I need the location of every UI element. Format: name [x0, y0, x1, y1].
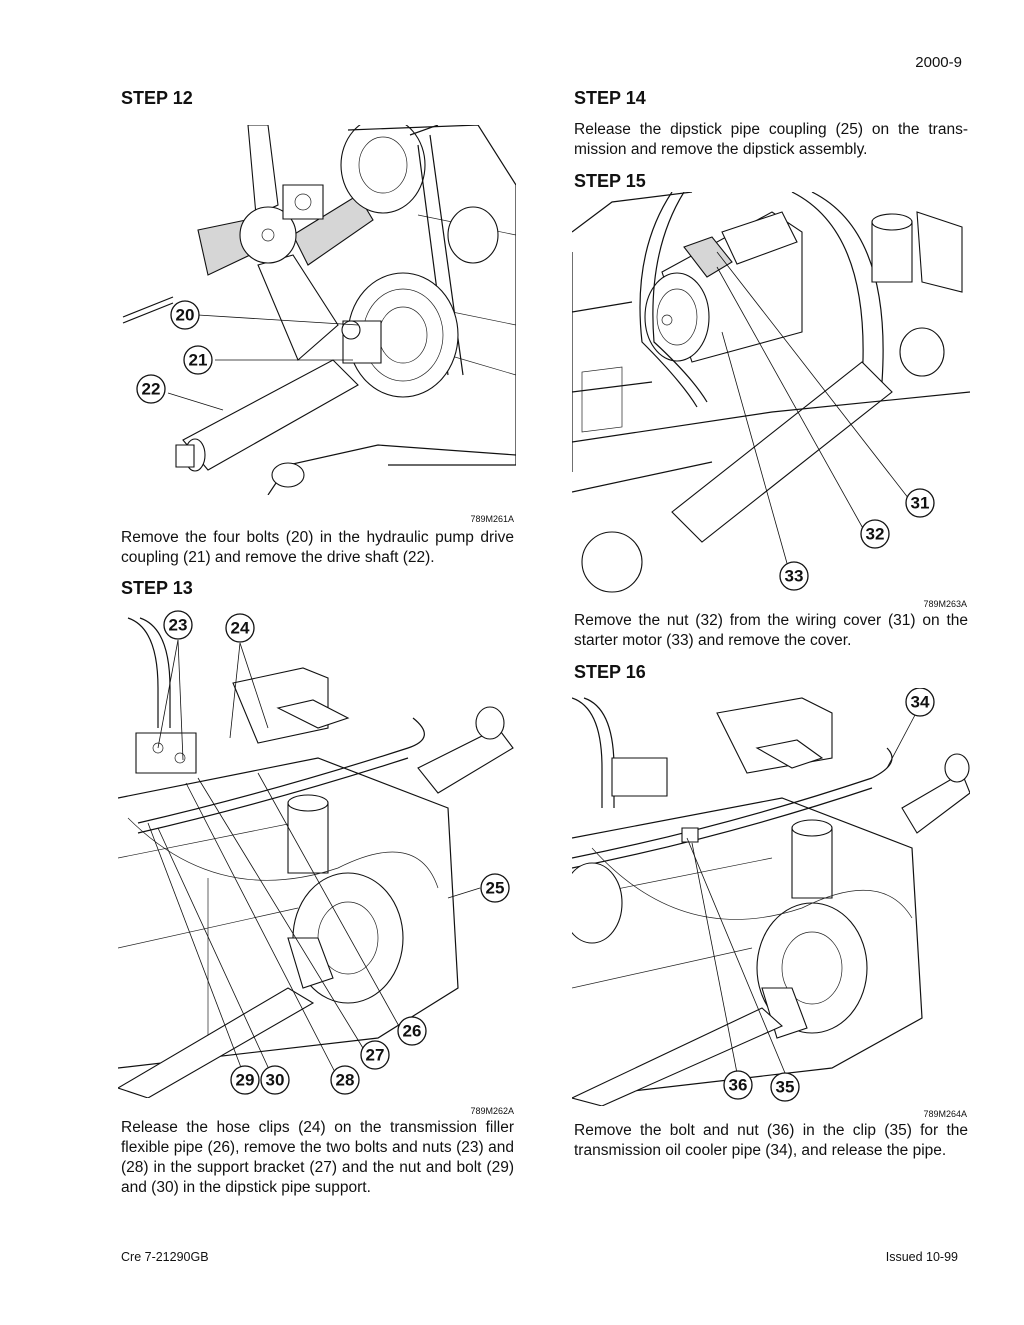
svg-text:27: 27 — [366, 1046, 385, 1065]
step-16-illustration: 34 35 36 — [572, 688, 970, 1106]
footer-doc-code: Cre 7-21290GB — [121, 1250, 209, 1264]
step-16-heading: STEP 16 — [574, 662, 646, 682]
figure-ref-step-13: 789M262A — [470, 1106, 514, 1116]
svg-text:29: 29 — [236, 1071, 255, 1090]
callout-22: 22 — [137, 375, 165, 403]
svg-text:30: 30 — [266, 1071, 285, 1090]
svg-text:36: 36 — [729, 1076, 748, 1095]
step-12-text: Remove the four bolts (20) in the hydrau… — [121, 529, 514, 566]
svg-text:32: 32 — [866, 525, 885, 544]
callout-28: 28 — [331, 1066, 359, 1094]
page-number: 2000-9 — [915, 54, 962, 71]
svg-text:22: 22 — [142, 380, 161, 399]
svg-text:24: 24 — [231, 619, 250, 638]
svg-text:25: 25 — [486, 879, 505, 898]
callout-33: 33 — [780, 562, 808, 590]
step-13-heading: STEP 13 — [121, 578, 193, 598]
callout-30: 30 — [261, 1066, 289, 1094]
step-14-text: Release the dipstick pipe coupling (25) … — [574, 121, 968, 158]
svg-text:34: 34 — [911, 693, 930, 712]
callout-27: 27 — [361, 1041, 389, 1069]
callout-31: 31 — [906, 489, 934, 517]
step-14-heading: STEP 14 — [574, 88, 646, 108]
callout-26: 26 — [398, 1017, 426, 1045]
figure-ref-step-15: 789M263A — [923, 599, 967, 609]
callout-35: 35 — [771, 1073, 799, 1101]
callout-21: 21 — [184, 346, 212, 374]
footer-issued: Issued 10-99 — [885, 1250, 958, 1264]
callout-25: 25 — [481, 874, 509, 902]
step-13-illustration: 23 24 25 26 27 28 29 30 — [118, 608, 516, 1098]
step-13-text: Release the hose clips (24) on the trans… — [121, 1119, 514, 1196]
step-12-heading: STEP 12 — [121, 88, 193, 108]
svg-text:28: 28 — [336, 1071, 355, 1090]
callout-32: 32 — [861, 520, 889, 548]
figure-ref-step-16: 789M264A — [923, 1109, 967, 1119]
step-15-text: Remove the nut (32) from the wiring cove… — [574, 612, 968, 649]
svg-text:35: 35 — [776, 1078, 795, 1097]
step-15-heading: STEP 15 — [574, 171, 646, 191]
callout-24: 24 — [226, 614, 254, 642]
svg-text:31: 31 — [911, 494, 930, 513]
callout-34: 34 — [906, 688, 934, 716]
svg-text:20: 20 — [176, 306, 195, 325]
callout-23: 23 — [164, 611, 192, 639]
step-15-illustration: 31 32 33 — [572, 192, 970, 594]
callout-36: 36 — [724, 1071, 752, 1099]
svg-text:21: 21 — [189, 351, 208, 370]
step-16-text: Remove the bolt and nut (36) in the clip… — [574, 1122, 968, 1159]
callout-20: 20 — [171, 301, 199, 329]
callout-29: 29 — [231, 1066, 259, 1094]
svg-text:23: 23 — [169, 616, 188, 635]
step-12-illustration: 20 21 22 — [118, 125, 516, 495]
svg-text:33: 33 — [785, 567, 804, 586]
figure-ref-step-12: 789M261A — [470, 514, 514, 524]
svg-text:26: 26 — [403, 1022, 422, 1041]
